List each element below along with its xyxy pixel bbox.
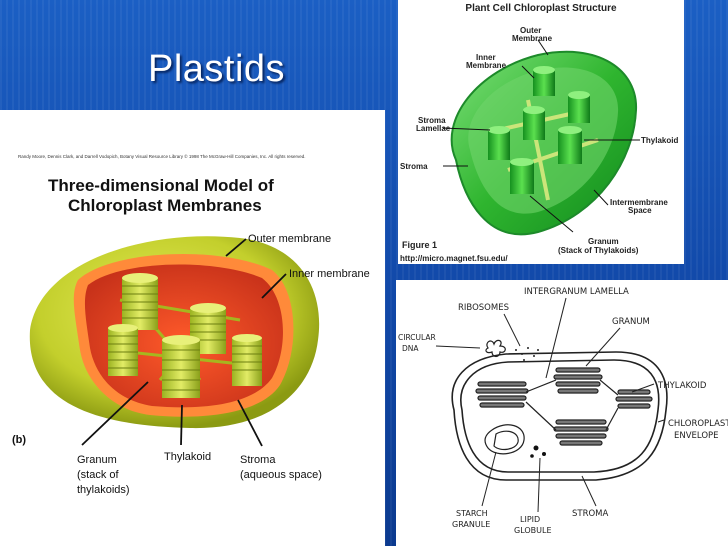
label-lipid-line2: GLOBULE [514,526,552,535]
label-lipid-line1: LIPID [520,515,540,524]
structure-title: Plant Cell Chloroplast Structure [465,3,617,14]
figure-caption: Figure 1 [402,240,437,250]
label-intermembrane-line2: Space [628,206,652,215]
label-stroma-line1: Stroma [240,454,276,466]
chloroplast-3d-illustration [450,50,638,236]
chloroplast-envelope-outer [451,351,668,481]
panel-chloroplast-structure: Plant Cell Chloroplast Structure Outer M… [398,0,684,264]
label-granum-sketch: GRANUM [612,317,650,327]
label-outer-line1: Outer [520,26,541,35]
label-circular-dna-line2: DNA [402,344,419,353]
label-granum-3d-line2: (Stack of Thylakoids) [558,246,639,255]
diagram-3d-model: Randy Moore, Dennis Clark, and Darrell V… [12,153,370,496]
slide-title: Plastids [148,48,286,90]
label-granum-3d-line1: Granum [588,237,619,246]
label-thylakoid-3d: Thylakoid [641,136,678,145]
label-stroma-sketch: STROMA [572,509,609,519]
label-stroma-lamellae-line2: Lamellae [416,124,451,133]
source-url: http://micro.magnet.fsu.edu/ [400,254,508,263]
granum-stacks [108,273,262,398]
granum-stacks-3d [488,66,590,194]
ribosome-dots [515,347,539,361]
credit-line: Randy Moore, Dennis Clark, and Darrell V… [18,153,306,159]
label-inner-membrane: Inner membrane [289,268,370,280]
label-outer-line2: Membrane [512,34,553,43]
model-heading-line1: Three-dimensional Model of [48,176,274,195]
label-granum-line1: Granum [77,454,117,466]
label-intergranum-lamella: INTERGRANUM LAMELLA [524,287,629,297]
chloroplast-3d-model [29,236,320,429]
label-inner-line1: Inner [476,53,496,62]
label-stroma-lamellae-line1: Stroma [418,116,446,125]
label-thylakoid-sketch: THYLAKOID [657,381,707,391]
label-inner-line2: Membrane [466,61,507,70]
label-envelope-line2: ENVELOPE [674,431,719,441]
label-starch-line2: GRANULE [452,520,490,529]
label-stroma: Stroma [400,162,428,171]
lipid-globule-dots [530,445,546,458]
structure-leader-lines [442,39,640,233]
label-granum-line2: (stack of [77,469,120,481]
intergranum-lamella-lines [484,379,619,455]
label-circular-dna-line1: CIRCULAR [398,333,436,342]
label-outer-membrane: Outer membrane [248,233,331,245]
label-intermembrane-line1: Intermembrane [610,198,668,207]
label-arrows [81,238,287,447]
label-ribosomes: RIBOSOMES [458,303,509,313]
label-granum-line3: thylakoids) [77,484,130,496]
label-starch-line1: STARCH [456,509,488,518]
sketch-leader-lines [435,297,665,513]
sketch-outline [451,351,668,481]
panel-hand-drawn-sketch: INTERGRANUM LAMELLA RIBOSOMES GRANUM CIR… [396,280,728,546]
label-part-b: (b) [12,434,26,446]
panel-3d-model: Randy Moore, Dennis Clark, and Darrell V… [0,110,385,546]
label-thylakoid: Thylakoid [164,451,211,463]
diagram-chloroplast-structure: Plant Cell Chloroplast Structure Outer M… [400,3,678,263]
circular-dna-sketch [485,339,506,358]
label-envelope-line1: CHLOROPLAST [668,419,728,429]
thylakoid-sketch-stacks [475,367,653,446]
model-heading-line2: Chloroplast Membranes [68,196,262,215]
chloroplast-envelope-inner [460,359,660,473]
diagram-hand-drawn-chloroplast: INTERGRANUM LAMELLA RIBOSOMES GRANUM CIR… [398,287,728,535]
label-stroma-line2: (aqueous space) [240,469,322,481]
